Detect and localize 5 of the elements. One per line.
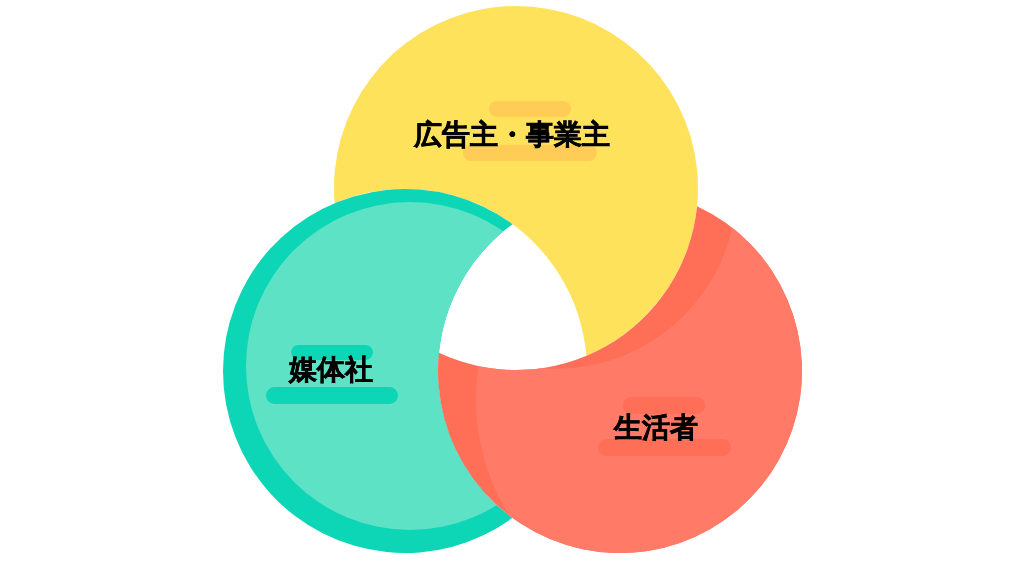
region-label: 媒体社 xyxy=(289,356,373,384)
region-label: 生活者 xyxy=(614,414,698,442)
venn-region xyxy=(334,6,698,356)
venn-region xyxy=(438,206,802,553)
region-label: 広告主・事業主 xyxy=(414,121,610,149)
